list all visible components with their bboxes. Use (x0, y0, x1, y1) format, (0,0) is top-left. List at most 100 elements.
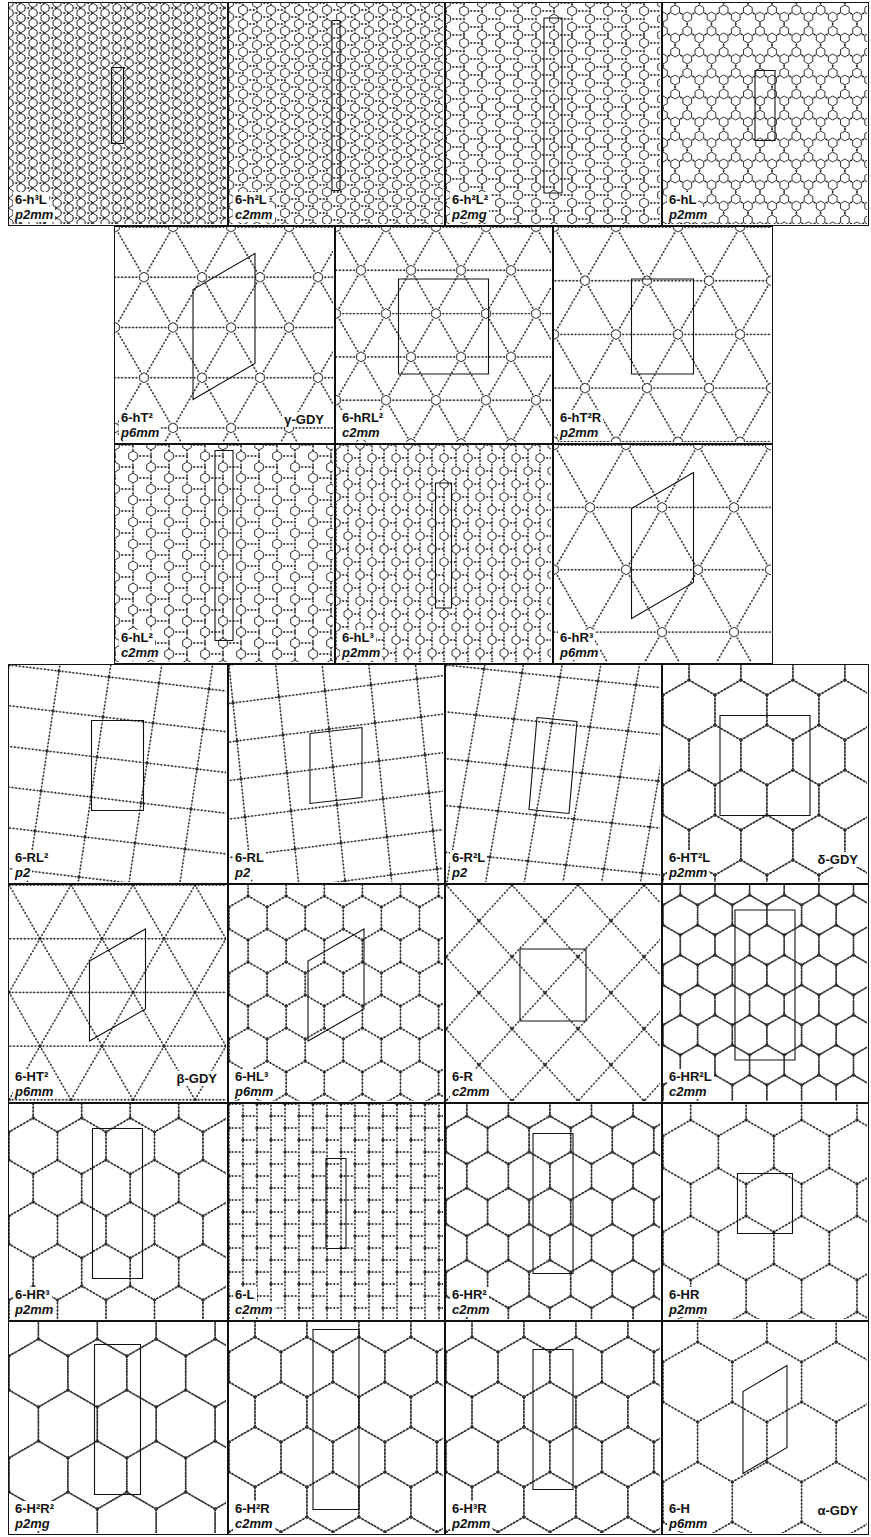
carbon-chain (663, 1322, 867, 1533)
acetylene-dots (446, 665, 660, 882)
carbon-chain (229, 665, 443, 882)
unit-cell (632, 473, 694, 619)
acetylene-dots (663, 1322, 867, 1533)
panel-caption: 6-hLp2mm (667, 192, 709, 222)
panel-caption: 6-hL²c2mm (119, 630, 161, 660)
unit-cell (308, 929, 364, 1041)
benzene-ring (663, 665, 867, 882)
panel-caption: 6-H²R²p2mg (13, 1501, 56, 1531)
space-group: c2mm (450, 1302, 492, 1317)
benzene-ring (554, 445, 771, 662)
carbon-chain (446, 1104, 660, 1319)
benzene-ring (229, 1322, 443, 1533)
structure-name: 6-RL (233, 850, 266, 865)
structure-panel: 6-HRp2mm (662, 1103, 869, 1321)
structure-name: 6-hRL² (340, 410, 385, 425)
panel-caption: 6-RLp2 (233, 850, 266, 880)
carbon-chain (446, 1322, 660, 1533)
panel-caption: 6-hT²p6mm (119, 410, 161, 440)
structure-panel: 6-RLp2 (228, 664, 445, 884)
unit-cell (193, 254, 255, 400)
panel-caption: 6-H³Rp2mm (450, 1501, 492, 1531)
lattice-illustration (446, 885, 660, 1101)
gdy-tag: γ-GDY (282, 412, 326, 427)
panel-caption: 6-h²L²p2mg (450, 192, 490, 222)
structure-name: 6-RL² (13, 850, 50, 865)
benzene-ring (446, 665, 660, 882)
structure-panel: 6-HR²c2mm (445, 1103, 662, 1321)
structure-name: 6-h³L (13, 192, 49, 207)
structure-name: 6-hT² (119, 410, 155, 425)
panel-caption: 6-HR²c2mm (450, 1287, 492, 1317)
structure-panel: 6-Lc2mm (228, 1103, 445, 1321)
panel-caption: 6-HT²p6mm (13, 1069, 55, 1099)
benzene-ring (663, 885, 867, 1101)
structure-panel: 6-hL³p2mm (335, 444, 553, 664)
unit-cell (93, 1129, 143, 1279)
panel-caption: 6-HR³p2mm (13, 1287, 55, 1317)
structure-name: 6-R (450, 1069, 475, 1084)
acetylene-dots (9, 1322, 226, 1533)
structure-panel: 6-hR³p6mm (553, 444, 773, 664)
structure-name: 6-H²R² (13, 1501, 56, 1516)
space-group: p6mm (119, 425, 161, 440)
unit-cell (735, 910, 795, 1060)
unit-cell (755, 71, 775, 141)
panel-caption: 6-HRp2mm (667, 1287, 709, 1317)
space-group: p2mg (450, 207, 489, 222)
lattice-illustration (663, 1322, 867, 1533)
carbon-chain (663, 885, 867, 1101)
panel-caption: 6-hT²Rp2mm (558, 410, 603, 440)
acetylene-dots (446, 1104, 660, 1319)
carbon-chain (9, 1104, 226, 1319)
structure-panel: 6-Rc2mm (445, 884, 662, 1103)
structure-name: 6-HT² (13, 1069, 50, 1084)
structure-name: 6-h²L² (450, 192, 490, 207)
structure-panel: 6-h³Lp2mm (8, 2, 228, 226)
panel-caption: 6-RL²p2 (13, 850, 50, 880)
carbon-chain (663, 1104, 867, 1319)
structure-name: 6-HR³ (13, 1287, 52, 1302)
acetylene-dots (115, 227, 333, 442)
space-group: p6mm (13, 1084, 55, 1099)
benzene-ring (229, 665, 443, 882)
unit-cell (436, 483, 452, 608)
space-group: p2mm (450, 1516, 492, 1531)
structure-name: 6-hL³ (340, 630, 376, 645)
gdy-label: α-GDY (816, 1503, 861, 1518)
panel-caption: 6-hR³p6mm (558, 630, 600, 660)
gdy-tag: δ-GDY (816, 852, 860, 867)
gdy-label: γ-GDY (282, 412, 326, 427)
space-group: p6mm (558, 645, 600, 660)
structure-panel: 6-hLp2mm (662, 2, 869, 226)
benzene-ring (336, 445, 551, 662)
acetylene-dots (663, 1104, 867, 1319)
benzene-ring (663, 1104, 867, 1319)
structure-panel: 6-hT²Rp2mm (553, 226, 773, 444)
benzene-ring (446, 3, 660, 224)
benzene-ring (229, 1104, 443, 1319)
space-group: c2mm (233, 1302, 275, 1317)
unit-cell (332, 21, 340, 191)
space-group: c2mm (119, 645, 161, 660)
structure-name: 6-hR³ (558, 630, 595, 645)
acetylene-dots (229, 665, 443, 882)
unit-cell (90, 929, 146, 1041)
unit-cell (544, 18, 562, 193)
panel-caption: 6-R²Lp2 (450, 850, 487, 880)
unit-cell (520, 949, 586, 1021)
panel-caption: 6-H²Rc2mm (233, 1501, 275, 1531)
panel-caption: 6-HR²Lc2mm (667, 1069, 714, 1099)
benzene-ring (554, 227, 771, 442)
space-group: c2mm (340, 425, 382, 440)
benzene-ring (336, 227, 551, 442)
carbon-chain (554, 445, 771, 662)
space-group: p2mm (667, 1302, 709, 1317)
acetylene-dots (336, 445, 551, 662)
structure-panel: 6-hRL²c2mm (335, 226, 553, 444)
unit-cell (399, 279, 489, 374)
space-group: p2 (13, 865, 32, 880)
acetylene-dots (9, 1104, 226, 1319)
structure-name: 6-L (233, 1287, 257, 1302)
carbon-chain (446, 665, 660, 882)
